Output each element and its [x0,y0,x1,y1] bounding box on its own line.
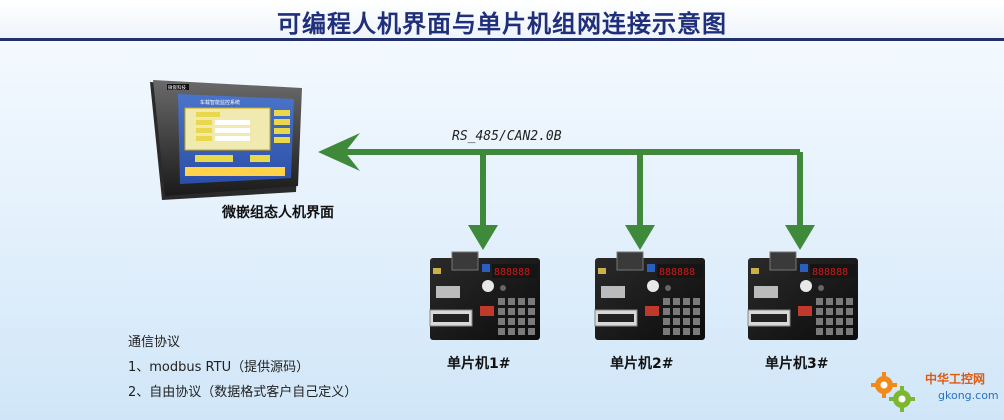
mcu-board-3: 888888 [747,251,858,340]
hmi-screen-title: 车载智能监控系统 [200,99,240,106]
notes-item-2: 2、自由协议（数据格式客户自己定义） [128,385,358,400]
header-bar: 可编程人机界面与单片机组网连接示意图 [0,0,1004,38]
drop-arrowhead-2 [625,225,655,250]
svg-text:888888: 888888 [812,267,848,278]
svg-text:888888: 888888 [494,267,530,278]
hmi-brand-text: 微嵌科技 [168,84,186,91]
bus [318,133,815,250]
drop-arrowhead-3 [785,225,815,250]
mcu-label-3: 单片机3# [765,356,829,372]
notes-item-1: 1、modbus RTU（提供源码） [128,360,310,375]
notes-heading: 通信协议 [128,335,181,350]
header-rule [0,38,1004,41]
mcu-board-2: 888888 [594,251,705,340]
drop-arrowhead-1 [468,225,498,250]
watermark-name: 中华工控网 [925,372,986,386]
protocol-notes: 通信协议 1、modbus RTU（提供源码） 2、自由协议（数据格式客户自己定… [128,330,357,405]
hmi-label: 微嵌组态人机界面 [222,205,334,221]
watermark-url: gkong.com [938,389,999,402]
bus-label: RS_485/CAN2.0B [452,129,562,144]
gear-logo-icon [871,372,915,412]
bus-arrowhead-left [318,133,360,171]
hmi-device: 车载智能监控系统 微嵌科技 [150,80,302,200]
mcu-label-1: 单片机1# [447,356,511,372]
svg-text:888888: 888888 [659,267,695,278]
hmi-logo [167,84,189,90]
page-title: 可编程人机界面与单片机组网连接示意图 [277,10,727,38]
mcu-label-2: 单片机2# [610,356,674,372]
mcu-board-1: 888888 [429,251,540,340]
